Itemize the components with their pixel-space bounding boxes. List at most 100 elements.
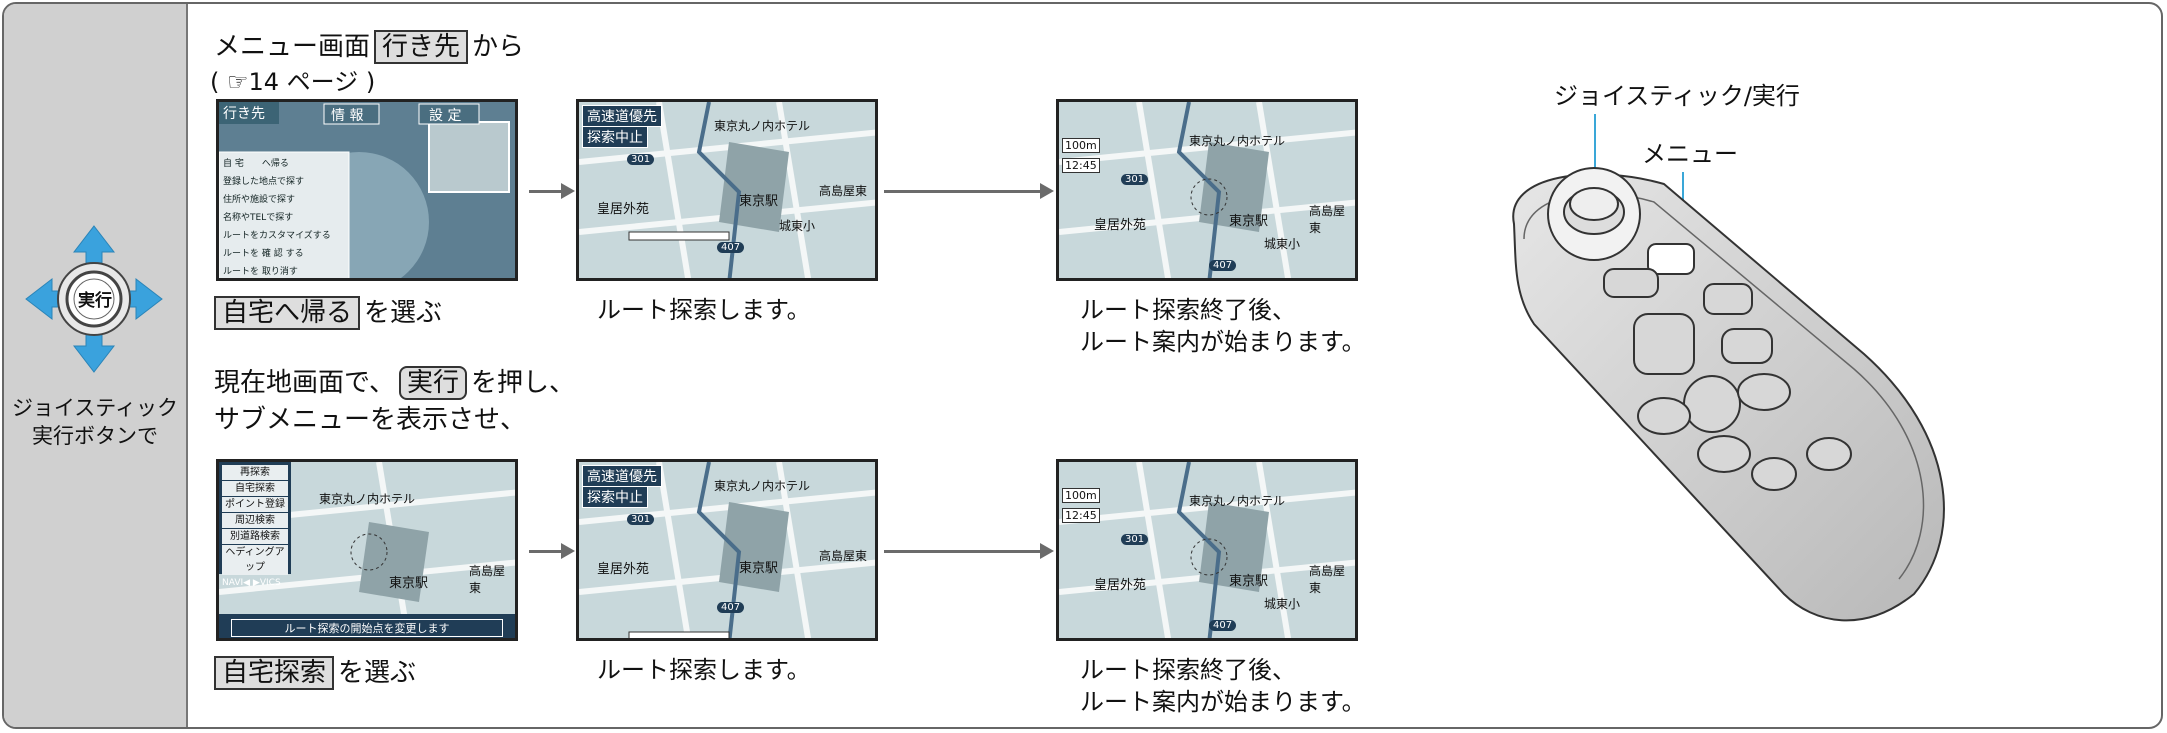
row1-caption-done-line1: ルート探索終了後、 [1080,296,1296,324]
row2-select-post: を選ぶ [338,658,417,688]
destination-key: 行き先 [374,30,469,64]
row1-caption-search: ルート探索します。 [597,296,811,324]
submenu-list: 再探索 自宅探索 ポイント登録 周辺検索 別道路検索 ヘディングアップ NAVI… [222,465,288,591]
row2-select-instruction: 自宅探索を選ぶ [214,656,416,690]
submenu-item: ポイント登録 [222,497,288,512]
submenu-item: ヘディングアップ [222,545,288,575]
row2-heading-post: を押し、 [470,368,575,398]
submenu-screen: 再探索 自宅探索 ポイント登録 周辺検索 別道路検索 ヘディングアップ NAVI… [216,459,518,641]
route-301-badge: 301 [1121,174,1149,185]
row1-select-instruction: 自宅へ帰るを選ぶ [214,296,442,330]
map-label-hotel: 東京丸ノ内ホテル [714,479,811,493]
search-badge-cancel: 探索中止 [582,126,648,148]
vics-tab: ▶VICS [252,578,281,588]
submenu-item: 再探索 [222,465,288,480]
map-label-yaesu: 高島屋東 [819,184,868,198]
menu-item: ルートをカスタマイズする [223,231,331,241]
map-label-palace: 皇居外苑 [1094,218,1147,233]
map-screen-searching: 高速道優先 探索中止 東京丸ノ内ホテル 東京駅 皇居外苑 高島屋東 301 40… [576,459,878,641]
map-label-yaesu: 高島屋東 [1309,204,1346,235]
map-screen-searching: 高速道優先 探索中止 東京丸ノ内ホテル 東京駅 皇居外苑 高島屋東 城東小 30… [576,99,878,281]
sidebar-caption: ジョイスティック 実行ボタンで [4,394,186,450]
submenu-item: 別道路検索 [222,529,288,544]
go-home-key: 自宅へ帰る [214,296,361,330]
menu-item: ルートを 取り消す [223,267,298,277]
search-badge-cancel: 探索中止 [582,486,648,508]
map-label-hotel: 東京丸ノ内ホテル [1189,134,1286,148]
row1-heading: メニュー画面行き先から [214,30,524,64]
map-screen-guidance: 100m 12:45 東京丸ノ内ホテル 東京駅 皇居外苑 高島屋東 城東小 30… [1056,99,1358,281]
map-label-yaesu: 高島屋東 [469,564,506,595]
map-label-school: 城東小 [1264,237,1301,251]
map-label-station: 東京駅 [1229,214,1269,229]
map-label-station: 東京駅 [739,561,779,576]
submenu-footer: NAVI◀ ▶VICS [222,576,288,591]
map-label-palace: 皇居外苑 [1094,578,1147,593]
joystick-arrows-icon [25,225,163,373]
route-407-badge: 407 [717,602,745,613]
route-301-badge: 301 [627,514,655,525]
map-label-yaesu: 高島屋東 [1309,564,1346,595]
map-scale: 100m [1062,488,1100,503]
flow-arrow [884,183,1054,199]
map-label-station: 東京駅 [739,194,779,209]
map-label-palace: 皇居外苑 [597,562,650,577]
flow-arrow [529,543,575,559]
route-407-badge: 407 [717,242,745,253]
submenu-item: 周辺検索 [222,513,288,528]
remote-control-illustration [1512,167,1945,622]
joystick-leader-line [1594,114,1596,194]
sidebar-caption-line1: ジョイスティック [11,396,179,420]
menu-tab-info: 情 報 [331,108,364,124]
route-301-badge: 301 [1121,534,1149,545]
map-label-palace: 皇居外苑 [597,202,650,217]
flow-arrow [884,543,1054,559]
search-badge-highway: 高速道優先 [582,465,662,487]
route-301-badge: 301 [627,154,655,165]
map-scale: 100m [1062,138,1100,153]
menu-item: 名称やTELで探す [223,213,294,223]
menu-tab-settings: 設 定 [429,108,462,124]
menu-item: ルートを 確 認 する [223,249,304,259]
row2-caption-done-line1: ルート探索終了後、 [1080,656,1296,684]
map-label-school: 城東小 [779,219,816,233]
home-search-key: 自宅探索 [214,656,335,690]
map-label-hotel: 東京丸ノ内ホテル [1189,494,1286,508]
map-label-school: 城東小 [1264,597,1301,611]
menu-item: 住所や施設で探す [223,195,296,205]
execute-key: 実行 [398,366,467,400]
row2-caption-search: ルート探索します。 [597,656,811,684]
map-label-hotel: 東京丸ノ内ホテル [319,492,416,506]
row1-caption-done-line2: ルート案内が始まります。 [1080,328,1366,356]
route-407-badge: 407 [1209,260,1237,271]
menu-screen: 行き先 情 報 設 定 自 宅 へ帰る 登録した地点で探す 住所や施設で探す 名… [216,99,518,281]
map-clock: 12:45 [1062,158,1100,173]
flow-arrow [529,183,575,199]
execute-icon-label: 実行 [78,291,112,311]
map-label-yaesu: 高島屋東 [819,549,868,563]
sidebar: 実行 ジョイスティック 実行ボタンで [4,4,188,727]
route-407-badge: 407 [1209,620,1237,631]
map-clock: 12:45 [1062,508,1100,523]
menu-item-list: 自 宅 へ帰る 登録した地点で探す 住所や施設で探す 名称やTELで探す ルート… [223,155,347,278]
row1-heading-pre: メニュー画面 [214,32,371,62]
menu-item: 自 宅 へ帰る [223,159,289,169]
sidebar-caption-line2: 実行ボタンで [32,424,158,448]
navi-tab: NAVI◀ [222,578,251,588]
search-badge-highway: 高速道優先 [582,105,662,127]
row2-heading: 現在地画面で、実行を押し、 [214,366,575,400]
row1-select-post: を選ぶ [364,298,443,328]
row2-heading-pre: 現在地画面で、 [214,368,395,398]
joystick-label: ジョイスティック/実行 [1554,82,1800,110]
menu-button-label: メニュー [1642,140,1738,168]
map-label-station: 東京駅 [389,576,429,591]
page-reference: ( ☞14 ページ ) [210,68,376,96]
map-screen-guidance: 100m 12:45 東京丸ノ内ホテル 東京駅 皇居外苑 高島屋東 城東小 30… [1056,459,1358,641]
row2-caption-done-line2: ルート案内が始まります。 [1080,688,1366,716]
submenu-item: 自宅探索 [222,481,288,496]
menu-tab-destination: 行き先 [223,106,265,122]
map-label-hotel: 東京丸ノ内ホテル [714,119,811,133]
row1-heading-post: から [472,32,525,62]
menu-item: 登録した地点で探す [223,177,305,187]
